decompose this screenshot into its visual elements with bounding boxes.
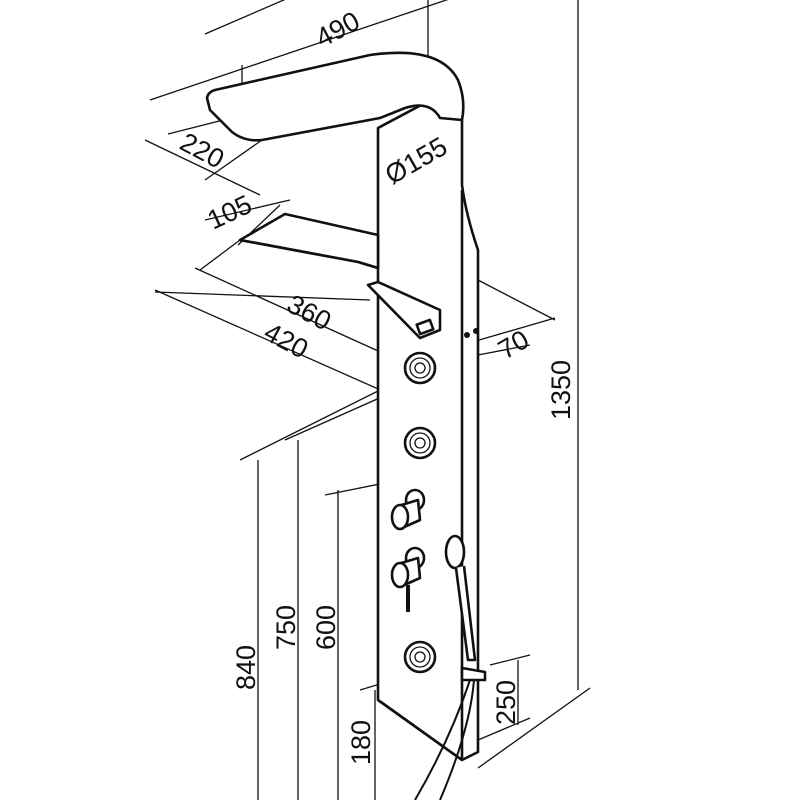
dim-jet-top-height: 840 xyxy=(231,645,261,690)
shower-head xyxy=(205,51,465,142)
shelf xyxy=(238,212,442,340)
dim-mixer-height: 600 xyxy=(311,605,341,650)
dim-head-length: 490 xyxy=(311,6,365,54)
diverter-handle[interactable] xyxy=(390,488,426,531)
dim-jet-mid-height: 750 xyxy=(271,605,301,650)
hand-shower[interactable] xyxy=(414,534,487,800)
dim-shelf-depth: 105 xyxy=(203,189,257,235)
dim-hand-holder-height: 250 xyxy=(491,680,521,725)
dim-panel-depth: 70 xyxy=(493,324,534,365)
screw-icon xyxy=(464,332,470,338)
body-jet-top[interactable] xyxy=(403,351,437,385)
body-jet-middle[interactable] xyxy=(403,426,437,460)
mixer-handle[interactable] xyxy=(390,546,426,612)
dim-head-depth: 220 xyxy=(175,127,229,175)
dim-jet-bottom-height: 180 xyxy=(346,720,376,765)
body-jet-bottom[interactable] xyxy=(403,640,437,674)
screw-icon xyxy=(473,328,479,334)
dim-total-height: 1350 xyxy=(546,360,576,420)
